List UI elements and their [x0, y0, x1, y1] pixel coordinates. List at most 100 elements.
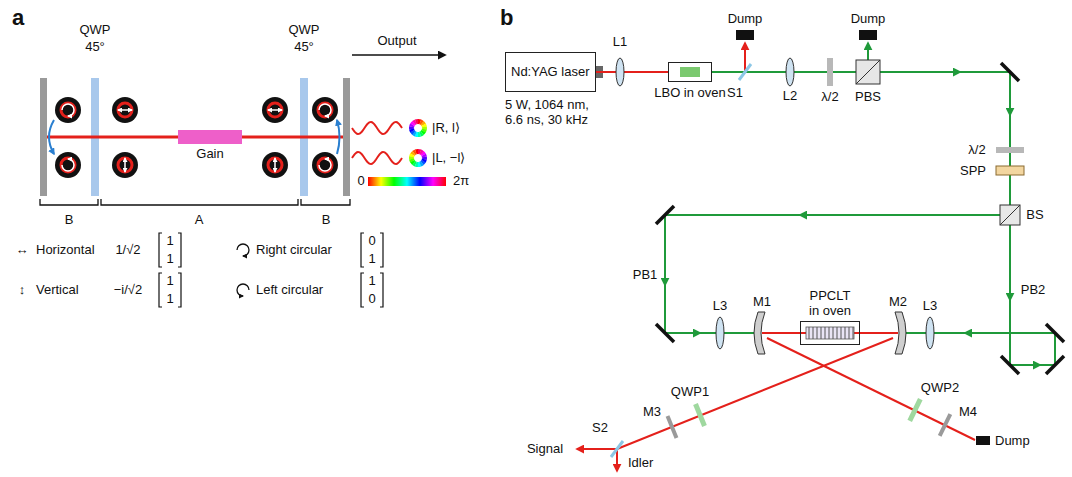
- part-label: Vertical: [36, 283, 79, 298]
- part-label: 0: [368, 292, 375, 307]
- beam-direction-arrow: [800, 214, 807, 216]
- part-label: QWP: [288, 23, 319, 38]
- part-label: 5 W, 1064 nm, 6.6 ns, 30 kHz: [505, 98, 605, 128]
- component-label: LBO in oven: [654, 86, 726, 101]
- poling-stripe: [833, 327, 834, 339]
- beam-profile: [55, 97, 81, 123]
- lens: [786, 58, 794, 86]
- beam-profile: [112, 97, 138, 123]
- part-label: 1: [368, 274, 375, 289]
- right-circular-symbol: [237, 244, 249, 256]
- component-box: Gain: [178, 130, 242, 144]
- beam-splitter: [1000, 205, 1020, 225]
- folding-mirror: [1046, 356, 1064, 374]
- beam-profile: [112, 152, 138, 178]
- component-label: Gain: [196, 147, 223, 162]
- beam-profile: [262, 97, 288, 123]
- end-mirror: [40, 78, 47, 196]
- vortex-ring: [118, 158, 132, 172]
- folding-mirror: [656, 206, 674, 224]
- quarter-wave-plate: [910, 399, 921, 421]
- part-label: S1: [727, 86, 743, 101]
- output-arrow: [352, 54, 445, 56]
- part-label: 0: [357, 174, 364, 189]
- part-label: S2: [592, 421, 608, 436]
- signal-beam: [577, 448, 617, 450]
- bracket: [301, 199, 350, 205]
- matrix-bracket: [361, 233, 364, 267]
- part-label: PB2: [1021, 283, 1046, 298]
- part-label: QWP: [79, 23, 110, 38]
- vortex-ring: [318, 158, 332, 172]
- vortex-ring: [318, 103, 332, 117]
- phase-ring: [415, 119, 418, 124]
- phase-ring: [418, 132, 421, 137]
- ppclt-crystal: [806, 327, 854, 339]
- pump-beam-pb1: [665, 215, 1000, 333]
- folding-mirror: [1001, 356, 1019, 374]
- mirror: [940, 414, 951, 436]
- part-label: Left circular: [256, 283, 323, 298]
- component-box: Dump: [976, 436, 990, 445]
- part-label: QWP1: [671, 385, 709, 400]
- lens: [926, 317, 934, 349]
- circular-polarization-arrow: [319, 159, 331, 171]
- helical-wavefront: [352, 122, 402, 134]
- part-label: QWP2: [921, 381, 959, 396]
- linear-polarization-arrow: [268, 109, 282, 111]
- cube-diagonal: [856, 60, 880, 84]
- part-label: M3: [643, 405, 661, 420]
- lens: [716, 317, 724, 349]
- poling-stripe: [849, 327, 850, 339]
- poling-stripe: [809, 327, 810, 339]
- component-box: Dump: [859, 30, 877, 40]
- poling-stripe: [825, 327, 826, 339]
- part-label: 1/√2: [115, 243, 140, 258]
- part-label: B: [65, 213, 74, 228]
- poling-stripe: [845, 327, 846, 339]
- part-label: Output: [377, 34, 416, 49]
- part-label: ↔: [16, 243, 29, 258]
- part-label: 1: [166, 292, 173, 307]
- part-label: 2π: [453, 174, 469, 189]
- folding-mirror: [656, 324, 674, 342]
- part-label: λ/2: [821, 90, 838, 105]
- matrix-bracket: [178, 233, 181, 267]
- part-label: −i/√2: [114, 283, 142, 298]
- helical-wavefront: [352, 152, 402, 164]
- mirror: [668, 416, 677, 438]
- part-label: |R, l⟩: [432, 121, 460, 136]
- phase-ring: [418, 149, 421, 154]
- part-label: L3: [923, 299, 937, 314]
- output-beam: [767, 338, 975, 440]
- part-label: M2: [889, 295, 907, 310]
- bracket: [101, 199, 298, 205]
- part-label: 45°: [85, 40, 105, 55]
- lbo-crystal: [680, 67, 700, 77]
- part-label: Idler: [628, 456, 653, 471]
- pump-beam: [712, 72, 1055, 365]
- curved-mirror: [754, 312, 765, 354]
- part-label: B: [322, 213, 331, 228]
- component-box: PPCLT in oven: [800, 321, 860, 345]
- folding-mirror: [1046, 324, 1064, 342]
- vortex-ring: [118, 103, 132, 117]
- component-box: LBO in oven: [668, 62, 712, 82]
- poling-stripe: [841, 327, 842, 339]
- linear-polarization-arrow: [124, 158, 126, 172]
- polarizing-beam-splitter: [856, 60, 880, 84]
- panel-letter: b: [500, 5, 513, 30]
- part-label: L3: [713, 299, 727, 314]
- residual-beam: [744, 43, 746, 72]
- laser-box: Nd:YAG laser: [505, 52, 596, 92]
- phase-color-bar: [368, 177, 446, 186]
- panel-letter: a: [12, 5, 24, 30]
- beam-direction-arrow: [953, 71, 960, 73]
- component-label: Dump: [851, 12, 886, 27]
- matrix-bracket: [178, 273, 181, 307]
- part-label: A: [195, 213, 204, 228]
- part-label: L2: [783, 89, 797, 104]
